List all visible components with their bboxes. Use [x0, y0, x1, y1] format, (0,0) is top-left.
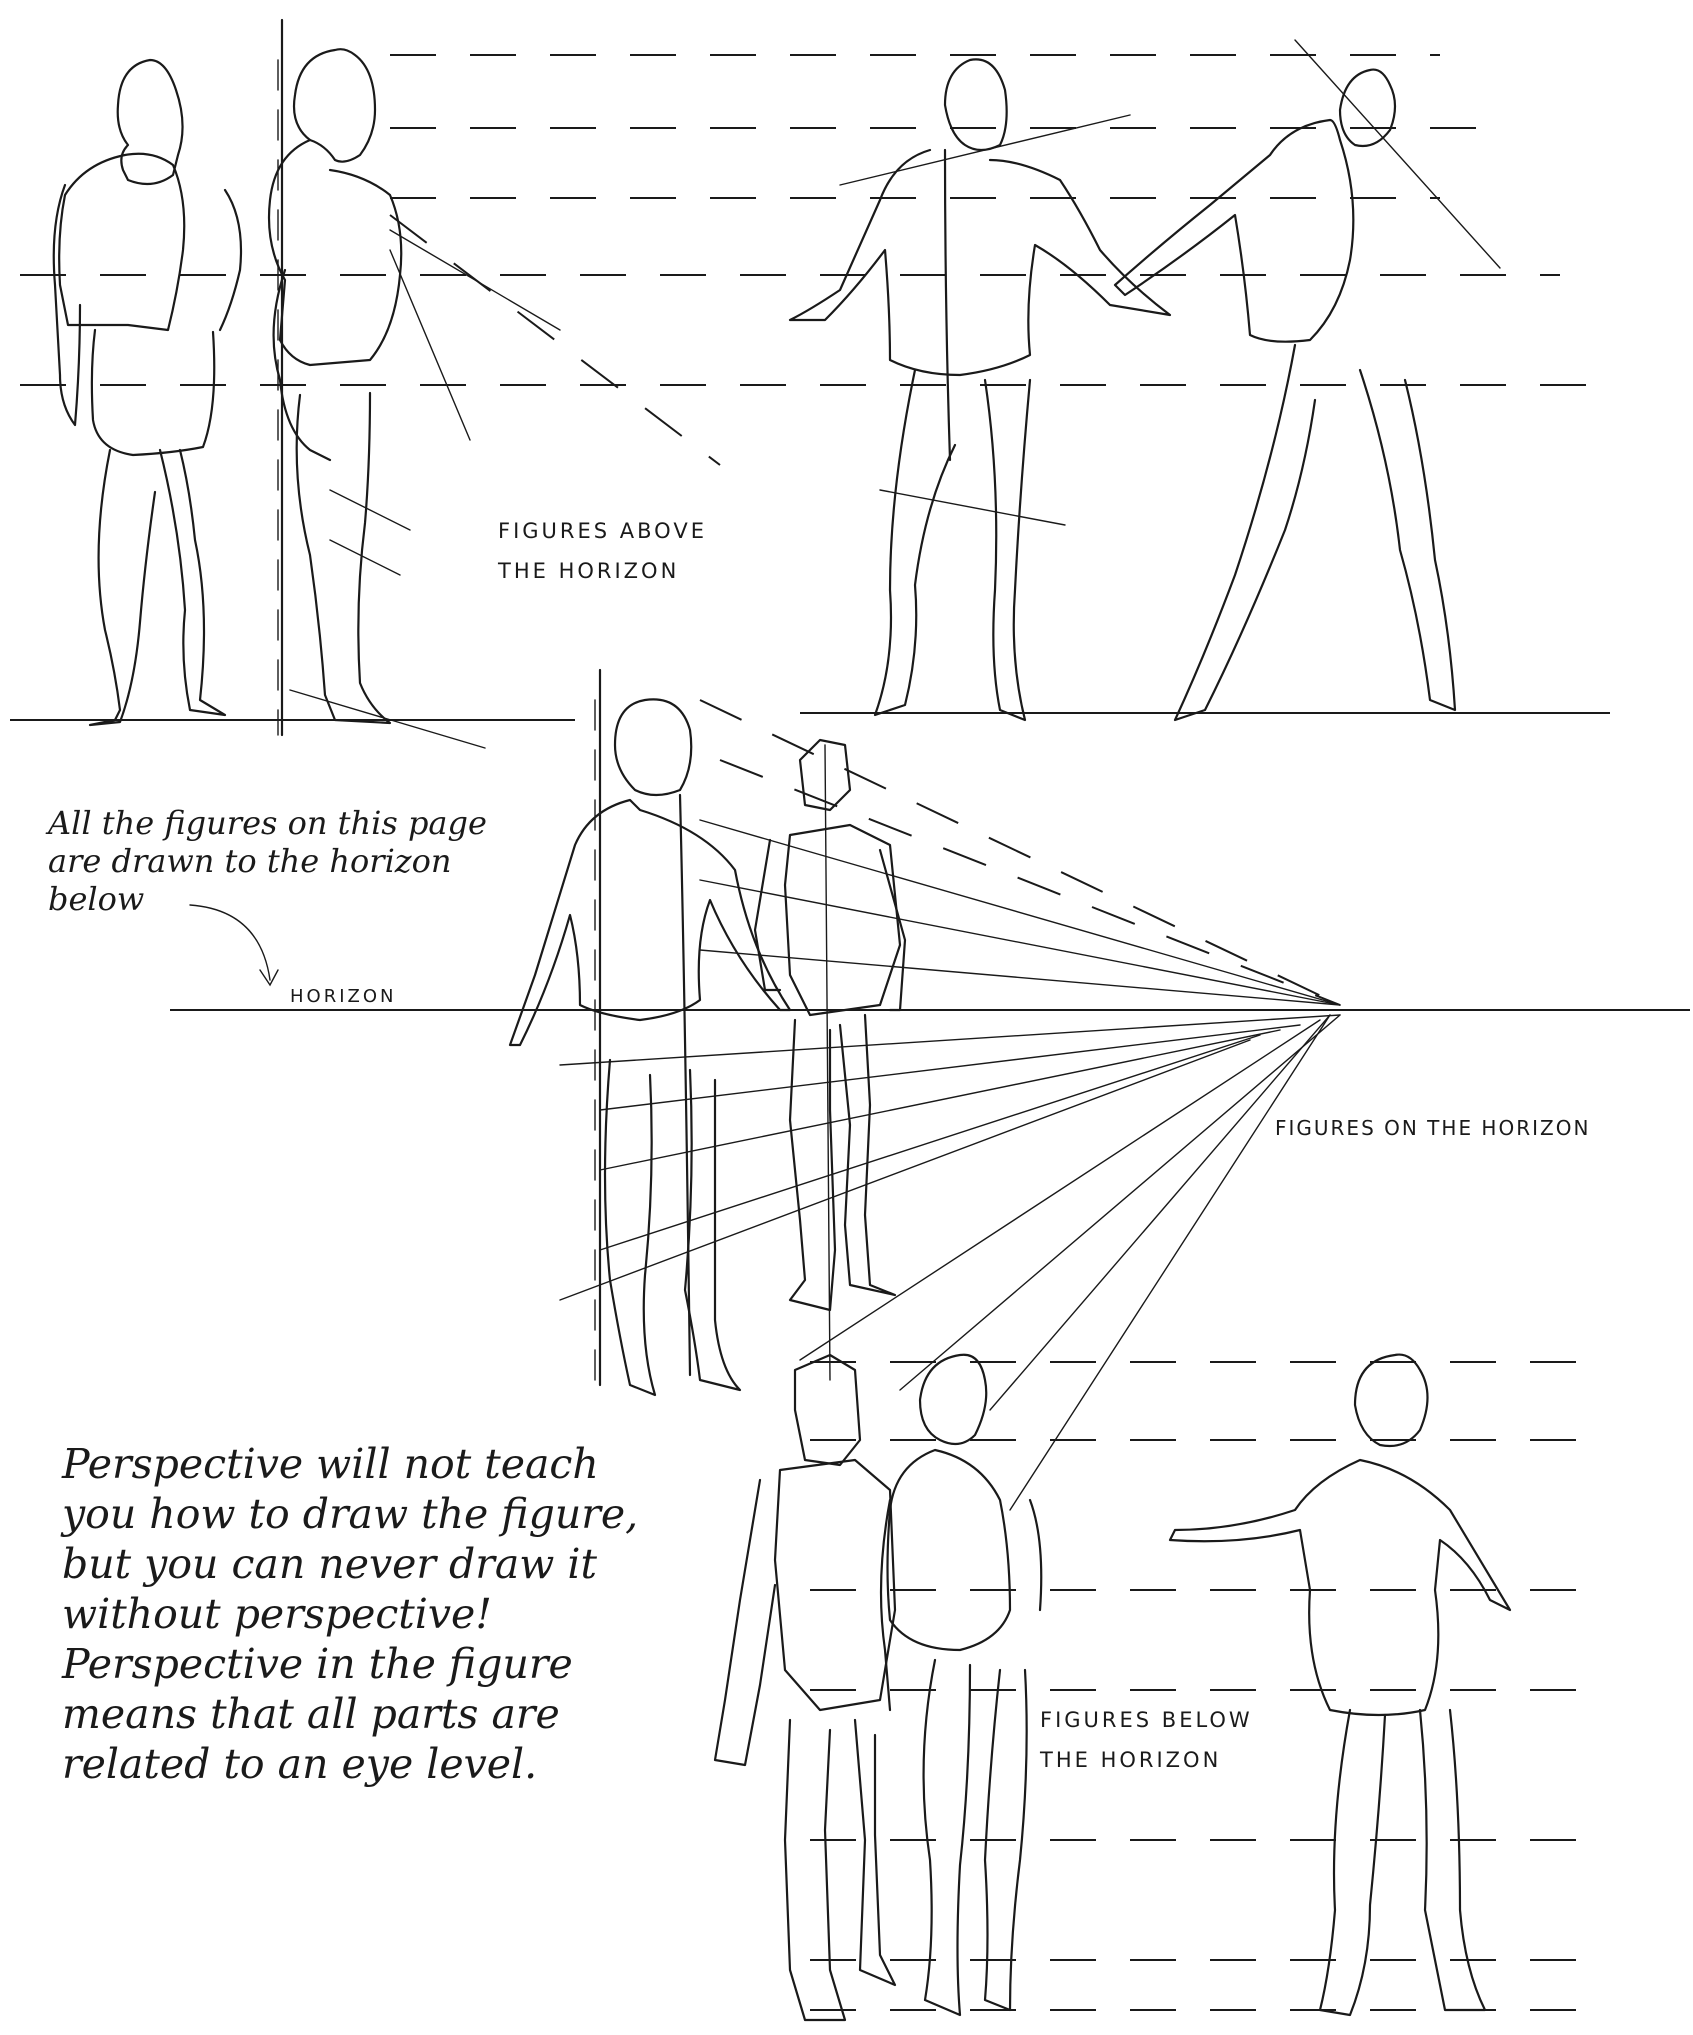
label-figures-above-line2: THE HORIZON	[497, 559, 679, 583]
main-note-line5: Perspective in the figure	[61, 1640, 573, 1688]
top-construction-lines	[290, 40, 1500, 748]
label-horizon: HORIZON	[290, 986, 396, 1007]
top-level-lines	[20, 55, 1610, 385]
section-figures-above-horizon: FIGURES ABOVE THE HORIZON	[10, 20, 1610, 748]
main-note-line1: Perspective will not teach	[61, 1440, 599, 1488]
figure-looking-up	[790, 59, 1170, 720]
main-note-line4: without perspective!	[62, 1590, 492, 1638]
label-figures-above-line1: FIGURES ABOVE	[498, 519, 707, 543]
bottom-level-lines	[810, 1362, 1590, 2010]
main-note-line7: related to an eye level.	[62, 1740, 537, 1788]
figure-walking	[1115, 70, 1455, 720]
figure-below-horizon-woman-front	[881, 1355, 1041, 2015]
horizon-note-line1: All the figures on this page	[45, 804, 487, 842]
section-figures-below-horizon: FIGURES BELOW THE HORIZON	[715, 1355, 1590, 2020]
horizon-note-line2: are drawn to the horizon	[48, 842, 452, 880]
figure-on-horizon-mannequin	[755, 740, 905, 1380]
figure-below-horizon-woman-back	[1170, 1355, 1510, 2015]
label-figures-below-line1: FIGURES BELOW	[1040, 1708, 1253, 1732]
label-figures-below-line2: THE HORIZON	[1039, 1748, 1221, 1772]
figure-below-horizon-mannequin	[715, 1355, 895, 2020]
figure-back-view	[54, 60, 241, 725]
label-figures-on-horizon: FIGURES ON THE HORIZON	[1275, 1116, 1590, 1140]
horizon-note-line3: below	[48, 880, 144, 918]
section-figures-on-horizon: HORIZON	[170, 670, 1690, 1510]
main-note: Perspective will not teach you how to dr…	[60, 1440, 638, 1788]
figure-on-horizon-woman	[510, 699, 790, 1395]
main-note-line3: but you can never draw it	[62, 1540, 598, 1588]
horizon-note: All the figures on this page are drawn t…	[45, 804, 487, 985]
main-note-line2: you how to draw the figure,	[60, 1490, 638, 1538]
vanishing-rays	[560, 700, 1340, 1510]
figure-side-view	[269, 49, 401, 723]
main-note-line6: means that all parts are	[62, 1690, 560, 1738]
horizon-note-arrow	[190, 905, 278, 985]
